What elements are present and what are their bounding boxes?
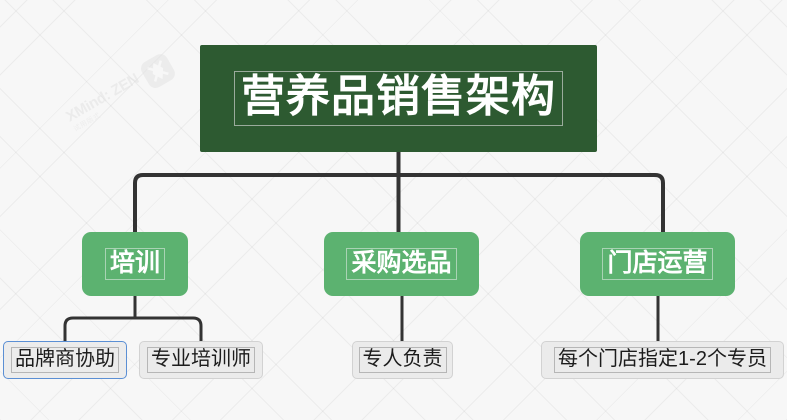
xmind-logo-icon [141, 54, 176, 88]
leaf-node-dedicated-person[interactable]: 专人负责 [352, 341, 453, 379]
leaf-node-brand-support[interactable]: 品牌商协助 [3, 341, 127, 379]
branch-node-purchasing[interactable]: 采购选品 [324, 232, 479, 296]
watermark-subtitle-label: 试用版式 [72, 111, 102, 133]
leaf-node-pro-trainer-label: 专业培训师 [147, 347, 255, 373]
leaf-node-brand-support-label: 品牌商协助 [11, 347, 119, 373]
branch-node-training-label: 培训 [104, 247, 165, 281]
watermark-product-label: XMind: ZEN [62, 69, 142, 126]
leaf-node-pro-trainer[interactable]: 专业培训师 [139, 341, 263, 379]
leaf-node-store-specialist-label: 每个门店指定1-2个专员 [554, 347, 771, 373]
leaf-node-dedicated-person-label: 专人负责 [358, 347, 447, 373]
branch-node-store-ops[interactable]: 门店运营 [580, 232, 735, 296]
connector-training-bus [63, 316, 203, 341]
root-node-label: 营养品销售架构 [234, 71, 563, 126]
branch-node-training[interactable]: 培训 [82, 232, 188, 296]
connector-root-bus [133, 173, 665, 232]
leaf-node-store-specialist[interactable]: 每个门店指定1-2个专员 [541, 341, 784, 379]
xmind-trial-watermark: XMind: ZEN 试用版式 [52, 16, 218, 153]
root-node[interactable]: 营养品销售架构 [200, 45, 597, 152]
branch-node-purchasing-label: 采购选品 [346, 247, 457, 281]
branch-node-store-ops-label: 门店运营 [602, 247, 713, 281]
